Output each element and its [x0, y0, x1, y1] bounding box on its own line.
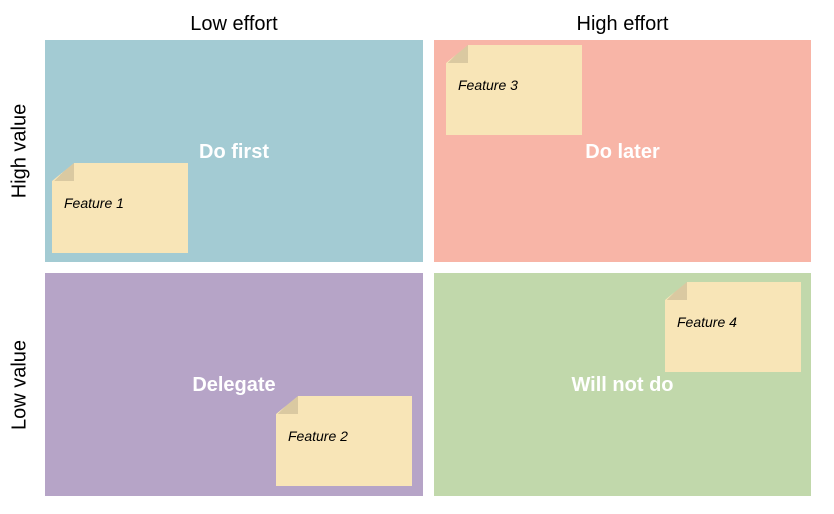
quadrant-delegate: Delegate Feature 2 — [45, 273, 423, 496]
sticky-note-feature-3[interactable]: Feature 3 — [446, 45, 582, 135]
sticky-note-label: Feature 1 — [64, 195, 124, 211]
row-header-low-value: Low value — [0, 273, 40, 496]
quadrant-label-do-later: Do later — [585, 141, 660, 163]
sticky-note-feature-2[interactable]: Feature 2 — [276, 396, 412, 486]
sticky-fold-corner — [52, 163, 74, 181]
row-header-high-value: High value — [0, 40, 40, 262]
sticky-fold-corner — [665, 282, 687, 300]
sticky-note-label: Feature 4 — [677, 314, 737, 330]
quadrant-do-first: Do first Feature 1 — [45, 40, 423, 262]
column-header-low-effort: Low effort — [190, 13, 278, 35]
sticky-note-label: Feature 2 — [288, 428, 348, 444]
quadrant-do-later: Do later Feature 3 — [434, 40, 811, 262]
row-header-high-value-label: High value — [8, 103, 31, 199]
sticky-note-label: Feature 3 — [458, 77, 518, 93]
sticky-fold-corner — [446, 45, 468, 63]
quadrant-label-will-not-do: Will not do — [571, 374, 674, 396]
row-header-low-value-label: Low value — [8, 339, 31, 430]
quadrant-label-delegate: Delegate — [192, 374, 276, 396]
sticky-note-feature-1[interactable]: Feature 1 — [52, 163, 188, 253]
quadrant-label-do-first: Do first — [199, 141, 269, 163]
quadrant-will-not-do: Will not do Feature 4 — [434, 273, 811, 496]
sticky-fold-corner — [276, 396, 298, 414]
column-header-high-effort: High effort — [576, 13, 669, 35]
sticky-note-feature-4[interactable]: Feature 4 — [665, 282, 801, 372]
